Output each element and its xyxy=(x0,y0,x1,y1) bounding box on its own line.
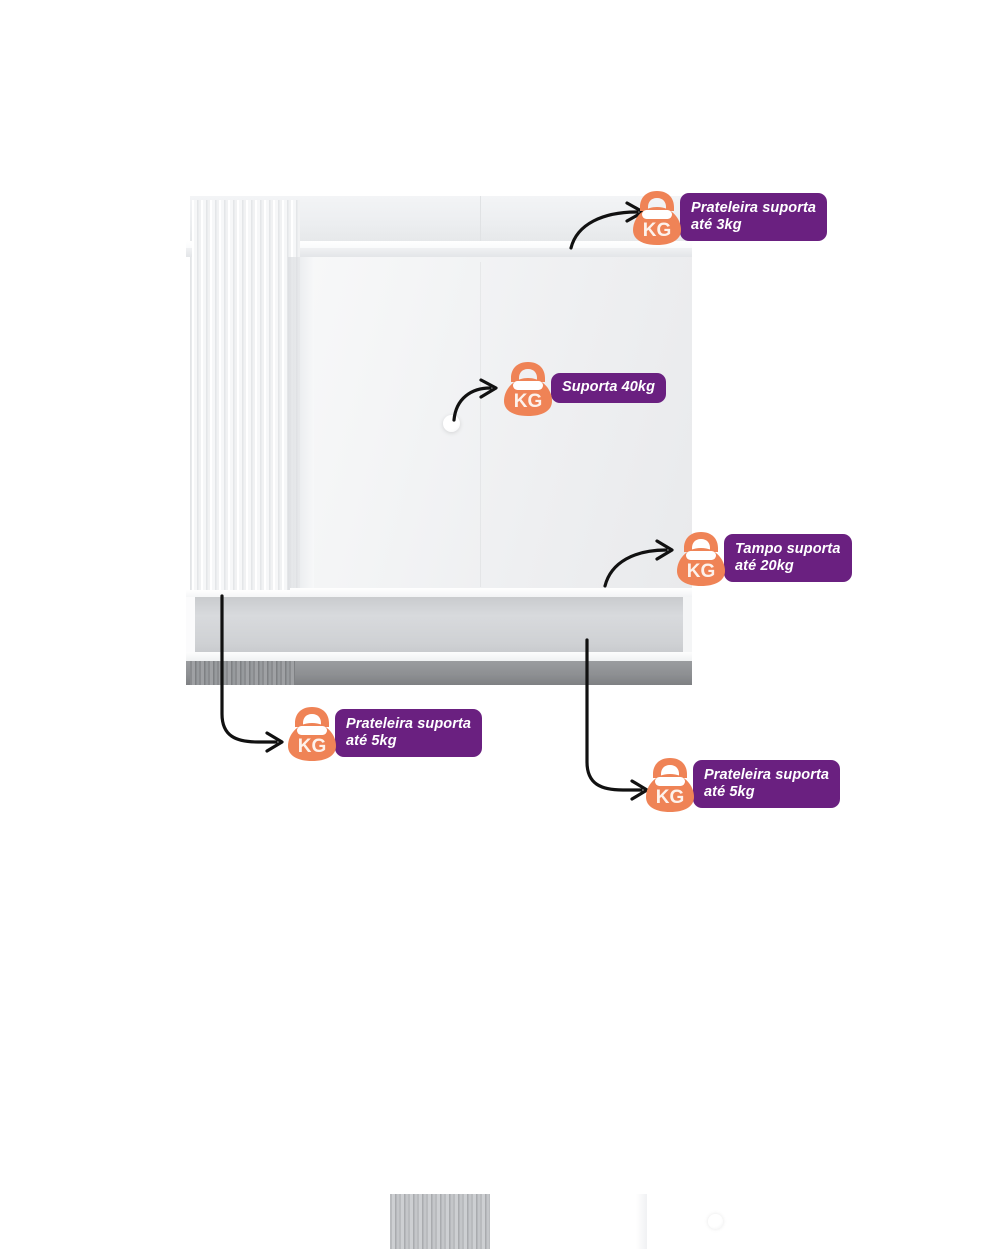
kettlebell-icon: KG xyxy=(641,753,699,815)
top-shelf-edge xyxy=(186,248,692,257)
svg-text:KG: KG xyxy=(298,736,327,757)
annotation-tampo: KG Tampo suporta até 20kg xyxy=(672,527,852,589)
svg-text:KG: KG xyxy=(643,220,672,241)
kettlebell-icon: KG xyxy=(283,702,341,764)
base-plinth-fluted xyxy=(190,661,295,685)
arrow-to-tampo xyxy=(603,539,674,588)
fluted-column-cap xyxy=(300,257,314,590)
arrow-to-tv-panel xyxy=(452,378,498,422)
badge-top-shelf-label: Prateleira suporta até 3kg xyxy=(680,192,828,242)
top-shelf-surface xyxy=(186,241,692,248)
cable-management-hole xyxy=(708,1214,723,1229)
badge-right-niche-label: Prateleira suporta até 5kg xyxy=(693,759,841,809)
badge-tampo-label: Tampo suporta até 20kg xyxy=(724,533,852,583)
niche-divider xyxy=(636,1194,647,1249)
panel-left-edge xyxy=(190,257,193,590)
product-illustration xyxy=(186,196,723,1249)
wall-mount-point xyxy=(443,415,460,432)
kettlebell-icon: KG xyxy=(672,527,730,589)
svg-text:KG: KG xyxy=(656,787,685,808)
annotation-tv-panel: KG Suporta 40kg xyxy=(499,357,667,419)
svg-text:KG: KG xyxy=(687,561,716,582)
badge-tv-panel-label: Suporta 40kg xyxy=(551,373,667,403)
tampo-surface-right xyxy=(290,588,692,597)
kettlebell-icon: KG xyxy=(499,357,557,419)
annotation-left-niche: KG Prateleira suporta até 5kg xyxy=(283,702,483,764)
fluted-texture-column xyxy=(192,200,300,590)
arrow-to-left-niche xyxy=(220,594,284,753)
infographic-canvas: KG Prateleira suporta até 3kg KG Suporta… xyxy=(186,186,852,1249)
kettlebell-icon: KG xyxy=(628,186,686,248)
niche-fluted-back xyxy=(390,1194,490,1249)
annotation-right-niche: KG Prateleira suporta até 5kg xyxy=(641,753,841,815)
top-panel-seam xyxy=(480,196,481,242)
arrow-to-right-niche xyxy=(585,638,649,801)
svg-text:KG: KG xyxy=(514,391,543,412)
annotation-top-shelf: KG Prateleira suporta até 3kg xyxy=(628,186,828,248)
badge-left-niche-label: Prateleira suporta até 5kg xyxy=(335,708,483,758)
niche-bottom-shelf xyxy=(186,652,692,662)
tv-panel-seam xyxy=(480,262,481,587)
